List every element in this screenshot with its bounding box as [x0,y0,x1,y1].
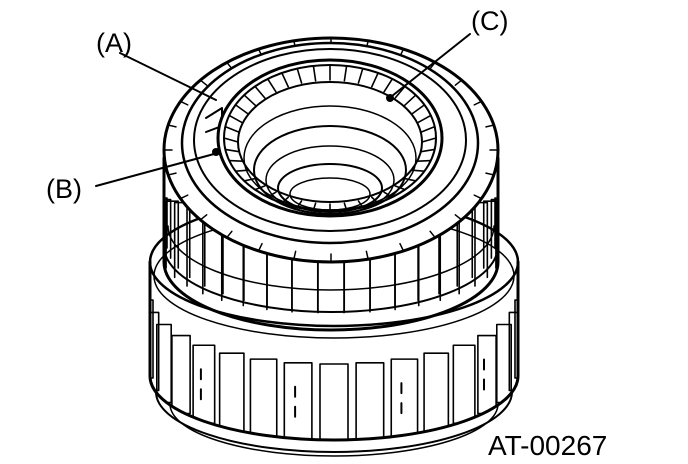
callout-label-a: (A) [96,28,132,58]
gear-tooth [482,200,497,269]
inner-spline [243,177,257,182]
drum-lug [249,358,278,438]
inner-spline [357,67,364,84]
rim-notch [179,194,189,200]
inner-spline [281,72,290,88]
rim-notch [257,242,263,252]
drum-lug [477,334,497,415]
leader-a [119,52,217,101]
rim-notch [429,230,436,239]
drum-lug [192,344,216,425]
leader-b [95,153,215,187]
drum-lug [218,352,245,433]
figure-code: AT-00267 [488,430,608,461]
drum-lug [283,361,313,440]
gear-tooth [164,197,168,249]
dot-b [212,148,220,156]
inner-spline [411,104,426,115]
rim-notch [226,230,233,239]
inner-spline [228,114,244,124]
inner-spline [223,137,239,143]
gear-tooth [490,198,498,259]
rim-notch [485,172,495,176]
inner-spline [243,94,257,107]
inner-spline [312,65,317,82]
rim-notch [167,172,177,176]
inner-spline [421,137,437,143]
drum-lug [355,361,385,440]
rim-notch [365,250,369,260]
drum-lug [423,352,450,433]
leader-lines [95,33,471,187]
drum-lug [390,358,419,438]
drum-lug [514,299,518,379]
inner-spline [383,78,394,93]
inner-spline [420,148,436,153]
rim-notch [199,214,208,221]
inner-spline [394,85,406,99]
inner-spline [416,159,432,162]
inner-spline [420,125,436,134]
callout-label-b: (B) [46,174,82,204]
rim-notch [179,100,189,106]
drum-lug [319,363,349,440]
inner-spline [224,125,240,134]
rim-notch [293,250,297,260]
inner-spline [343,65,348,82]
rim-notch [167,124,177,128]
inner-bore [216,58,444,218]
rim-notch [473,100,483,106]
drum-lug [452,344,476,425]
inner-spline [370,72,379,88]
rim-notch [473,194,483,200]
inner-spline [403,177,417,182]
inner-spline [403,94,417,107]
leader-dots [212,94,394,156]
inner-spline [254,85,266,99]
inner-spline [266,78,277,93]
inner-spline [416,114,432,124]
inner-spline [296,67,303,84]
rim-notch [454,79,463,86]
inner-spline [224,148,240,153]
drum-lug [150,299,154,379]
rim-notch [454,214,463,221]
gear-tooth [164,198,172,259]
gear-tooth [494,197,498,249]
rim-notch [199,79,208,86]
drum-lug [171,334,191,415]
rim-notch [485,124,495,128]
inner-spline [234,104,249,115]
callout-label-c: (C) [471,6,509,36]
dot-c [386,94,394,102]
inner-spline [228,159,244,162]
rim-notch [399,242,405,252]
leader-c [391,33,471,97]
